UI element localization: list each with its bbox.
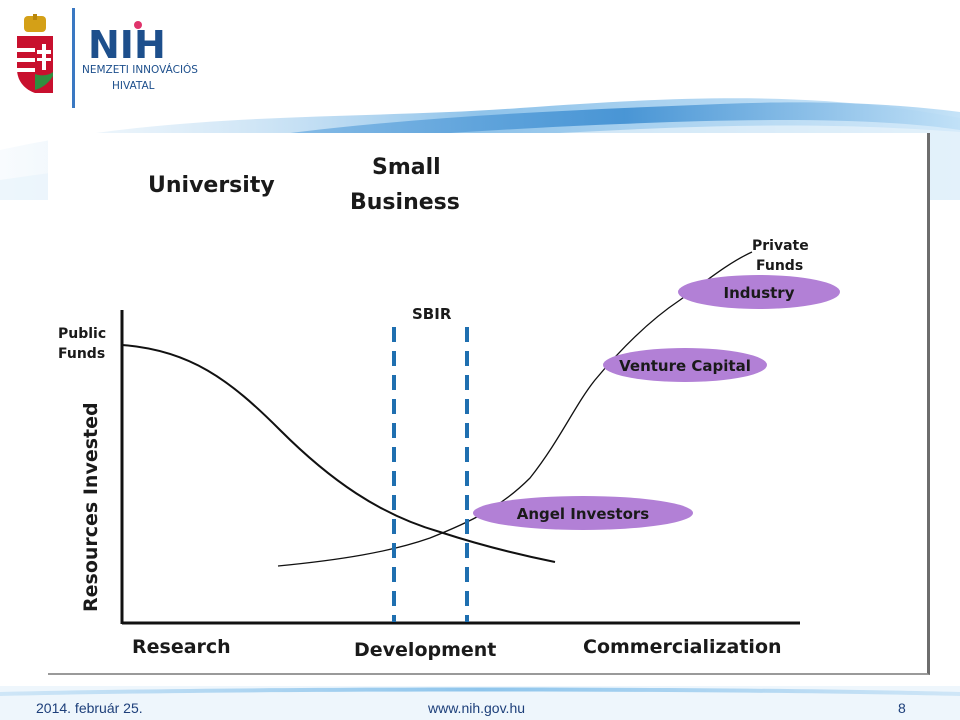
label-funds-public: Funds	[58, 346, 105, 362]
footer-url-link[interactable]: www.nih.gov.hu	[428, 700, 526, 716]
pill-industry	[678, 275, 840, 309]
figure-panel	[48, 133, 930, 675]
pill-venture-capital-label: Venture Capital	[619, 357, 751, 375]
footer-date: 2014. február 25.	[36, 700, 143, 716]
footer-wave-decoration	[0, 686, 960, 720]
x-label-commercialization: Commercialization	[583, 636, 782, 658]
pill-venture-capital	[603, 348, 767, 382]
label-sbir: SBIR	[412, 305, 452, 323]
coat-of-arms-icon	[17, 14, 53, 93]
pill-angel-investors	[473, 496, 693, 530]
x-label-research: Research	[132, 636, 231, 658]
label-small: Small	[372, 155, 441, 180]
svg-text:NIH: NIH	[88, 23, 166, 64]
label-business: Business	[350, 190, 460, 215]
public-funds-curve	[121, 344, 556, 563]
label-public: Public	[58, 326, 106, 342]
y-axis-label: Resources Invested	[80, 402, 102, 612]
x-label-development: Development	[354, 639, 496, 661]
logo-text-line2: HIVATAL	[112, 80, 155, 92]
footer-page-number: 8	[898, 700, 906, 716]
pill-industry-label: Industry	[724, 284, 795, 302]
logo-text-line1: NEMZETI INNOVÁCIÓS	[82, 64, 198, 76]
private-funds-curve	[277, 251, 753, 567]
label-private: Private	[752, 238, 809, 254]
label-funds-private: Funds	[756, 258, 803, 274]
label-university: University	[148, 173, 275, 198]
pill-angel-investors-label: Angel Investors	[517, 505, 650, 523]
nih-logo: NIH	[88, 21, 166, 64]
logo-divider	[72, 8, 75, 108]
